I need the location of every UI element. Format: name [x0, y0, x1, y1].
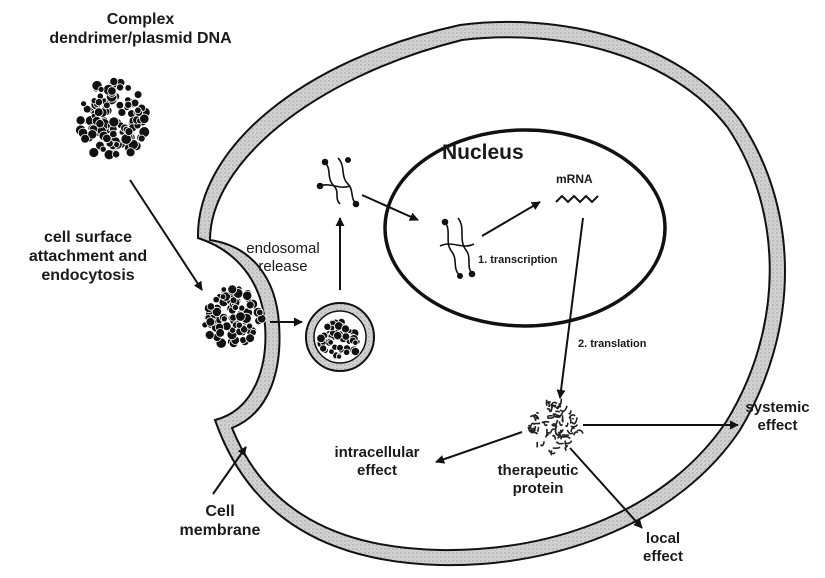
membrane-label-line2: membrane — [170, 521, 270, 540]
endosomal-label: endosomal release — [243, 240, 323, 276]
complex-label-line2: dendrimer/plasmid DNA — [48, 29, 233, 48]
endosomal-label-line1: endosomal — [243, 240, 323, 258]
therapeutic-label: therapeutic protein — [488, 462, 588, 498]
attachment-label: cell surface attachment and endocytosis — [18, 228, 158, 286]
nucleus-label: Nucleus — [442, 140, 524, 165]
complex-label: Complex dendrimer/plasmid DNA — [48, 10, 233, 48]
systemic-label-line1: systemic — [735, 399, 820, 417]
systemic-label-line2: effect — [735, 417, 820, 435]
complex-label-line1: Complex — [48, 10, 233, 29]
endosomal-label-line2: release — [243, 258, 323, 276]
systemic-label: systemic effect — [735, 399, 820, 435]
membrane-label-line1: Cell — [170, 502, 270, 521]
attachment-label-line2: attachment and — [18, 247, 158, 266]
local-label-line1: local — [628, 530, 698, 548]
mrna-strand — [556, 196, 598, 202]
attachment-label-line3: endocytosis — [18, 266, 158, 285]
intracellular-label-line2: effect — [318, 462, 436, 480]
nucleus-envelope — [385, 130, 665, 326]
attachment-label-line1: cell surface — [18, 228, 158, 247]
therapeutic-protein — [528, 399, 583, 456]
dendrimer-complex-endocytosis — [202, 285, 266, 348]
therapeutic-label-line2: protein — [488, 480, 588, 498]
intracellular-label-line1: intracellular — [318, 444, 436, 462]
nuclear-dna-strands — [440, 218, 475, 278]
transcription-label: 1. transcription — [478, 254, 557, 267]
arrow-translation — [560, 218, 583, 398]
membrane-label: Cell membrane — [170, 502, 270, 540]
local-label: local effect — [628, 530, 698, 566]
mrna-label: mRNA — [556, 172, 593, 186]
released-dna-strands — [318, 158, 359, 207]
local-label-line2: effect — [628, 548, 698, 566]
therapeutic-label-line1: therapeutic — [488, 462, 588, 480]
translation-label: 2. translation — [578, 338, 646, 351]
intracellular-label: intracellular effect — [318, 444, 436, 480]
arrow-transcription — [482, 202, 540, 236]
arrow-intracellular-effect — [436, 432, 522, 462]
dendrimer-complex-outside — [76, 77, 151, 159]
